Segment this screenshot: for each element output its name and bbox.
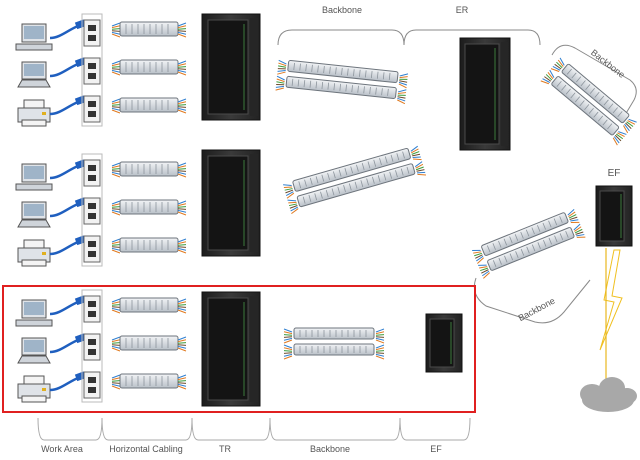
ef-cabinet [425,313,463,373]
device-group-1 [15,13,187,127]
zone-label-backbone: Backbone [310,444,350,454]
device-group-3 [15,289,187,403]
zone-label-ef: EF [430,444,442,454]
tr-cabinet [201,291,261,407]
row-groups [15,13,187,403]
rj45-plug-icon [74,333,86,344]
laptop-icon [17,337,51,364]
tr-cabinet [201,13,261,121]
rj45-plug-icon [74,235,86,246]
outlet-faceplate-frame [81,153,103,267]
backbone-patch-panel [551,76,620,136]
laptop-icon [17,201,51,228]
patch-panel [119,373,179,389]
tr-cabinet [201,149,261,257]
ef-cabinet-right [595,185,633,247]
desktop-computer-icon [15,163,53,191]
patch-panel [119,237,179,253]
outlet-faceplate-frame [81,13,103,127]
backbone-patch-panel [293,343,375,356]
highlight-box [2,285,476,413]
printer-icon [17,375,51,403]
backbone-patch-panel [561,63,630,124]
desktop-computer-icon [15,23,53,51]
backbone-link-top [275,59,409,105]
ef-right-label: EF [608,168,621,179]
lower-backbone-label: Backbone [517,296,557,324]
er-label: ER [456,5,469,15]
wall-outlet-icon [83,95,101,123]
zone-brackets: Work Area Horizontal Cabling TR Backbone EF [37,417,471,454]
zone-label-tr: TR [219,444,231,454]
backbone-patch-panel [481,212,569,256]
cloud-icon [580,377,637,412]
patch-cable [49,100,79,116]
outlet-faceplate-frame [81,289,103,403]
desktop-computer-icon [15,299,53,327]
zone-label-work-area: Work Area [41,444,83,454]
er-cabinet [459,37,511,151]
patch-panel [119,335,179,351]
wall-outlet-icon [83,19,101,47]
rj45-plug-icon [74,159,86,170]
printer-icon [17,239,51,267]
zone-bracket-backbone [269,417,401,441]
lightning-icon [599,249,623,351]
wall-outlet-icon [83,235,101,263]
patch-cable [49,62,79,78]
zone-bracket-ef [399,417,471,441]
top-backbone-label: Backbone [322,5,362,15]
top-backbone-bracket [277,29,541,46]
right-backbone-bracket [551,44,637,121]
rj45-plug-icon [74,295,86,306]
rj45-plug-icon [74,95,86,106]
wall-outlet-icon [83,333,101,361]
rj45-plug-icon [74,197,86,208]
patch-panel [119,97,179,113]
zone-bracket-horizontal-cabling [101,417,193,441]
patch-cable [49,24,79,40]
patch-cable [49,338,79,354]
backbone-patch-panel [487,227,575,271]
rj45-plug-icon [74,371,86,382]
rj45-plug-icon [74,57,86,68]
backbone-links [275,57,637,360]
device-group-2 [15,153,187,267]
wall-outlet-icon [83,57,101,85]
backbone-patch-panel [292,147,411,192]
patch-panel [119,21,179,37]
wall-outlet-icon [83,371,101,399]
right-backbone-label: Backbone [589,47,627,80]
patch-panel [119,297,179,313]
patch-cable [49,376,79,392]
patch-cable [49,240,79,256]
patch-cable [49,202,79,218]
printer-icon [17,99,51,127]
patch-panel [119,199,179,215]
wall-outlet-icon [83,159,101,187]
patch-cable [49,300,79,316]
backbone-patch-panel [293,327,375,340]
backbone-link-lower [472,208,586,279]
backbone-link-middle [283,145,427,215]
laptop-icon [17,61,51,88]
backbone-link-bottom [283,327,385,360]
rj45-plug-icon [74,19,86,30]
zone-bracket-tr [191,417,271,441]
wall-outlet-icon [83,295,101,323]
backbone-patch-panel [285,75,397,99]
patch-cable [49,164,79,180]
backbone-patch-panel [296,163,416,208]
backbone-patch-panel [287,60,399,84]
patch-panel [119,59,179,75]
zone-label-horizontal-cabling: Horizontal Cabling [109,444,183,454]
backbone-link-right [540,57,637,146]
wall-outlet-icon [83,197,101,225]
patch-panel [119,161,179,177]
zone-bracket-work-area [37,417,103,441]
